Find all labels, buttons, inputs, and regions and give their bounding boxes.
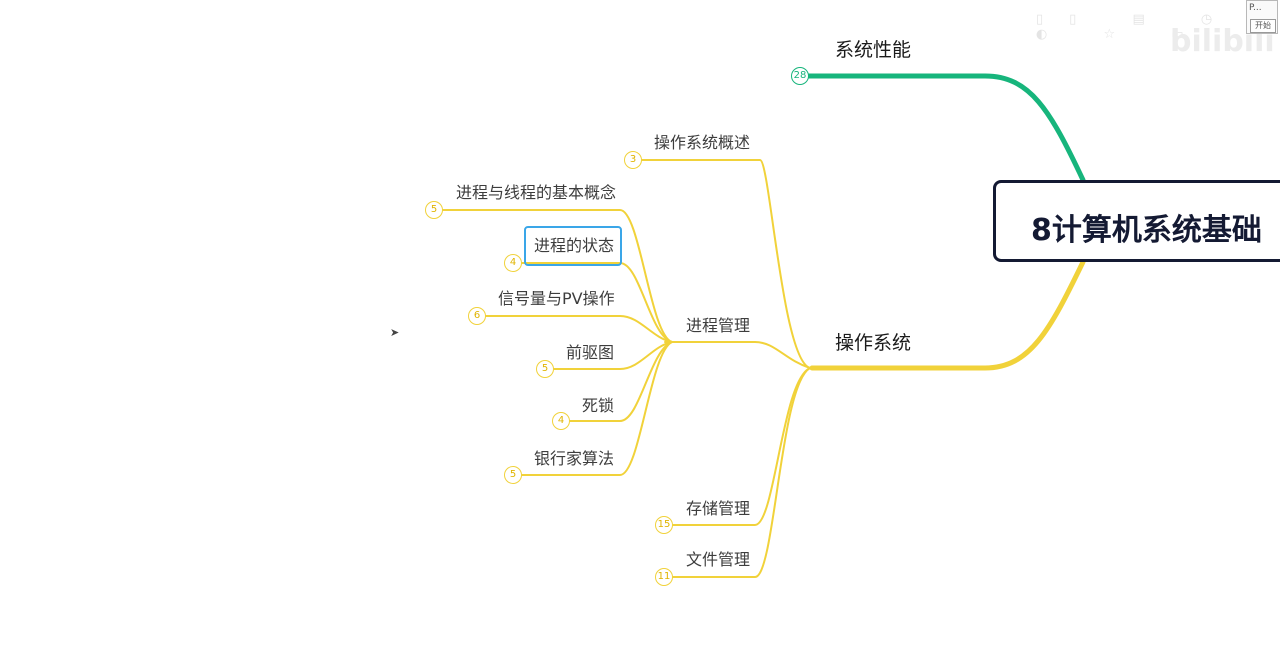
connector-root-os (809, 259, 1086, 371)
node-label-bank[interactable]: 银行家算法 (534, 449, 615, 468)
connector-os-proc (664, 341, 811, 369)
node-label-overview[interactable]: 操作系统概述 (654, 133, 751, 152)
node-label-file[interactable]: 文件管理 (686, 550, 751, 569)
branch-label-perf[interactable]: 系统性能 (835, 39, 912, 61)
root-node-label: 8计算机系统基础 (1031, 213, 1262, 248)
node-label-sem[interactable]: 信号量与PV操作 (498, 289, 615, 308)
connector-os-storage (663, 367, 811, 526)
start-button[interactable]: 开始 (1250, 19, 1276, 33)
connector-proc-sem (476, 315, 673, 343)
connector-proc-basic (433, 209, 673, 343)
connector-root-perf (805, 73, 1086, 183)
count-badge-basic[interactable]: 5 (425, 201, 443, 219)
count-badge-prec[interactable]: 5 (536, 360, 554, 378)
selected-node-outline[interactable] (524, 226, 622, 266)
node-label-prec[interactable]: 前驱图 (566, 343, 615, 362)
count-badge-storage[interactable]: 15 (655, 516, 673, 534)
count-badge-file[interactable]: 11 (655, 568, 673, 586)
count-badge-perf[interactable]: 28 (791, 67, 809, 85)
floating-mini-window[interactable]: P... 开始 (1246, 0, 1278, 34)
connector-os-overview (631, 159, 811, 369)
mouse-cursor-icon: ➤ (390, 326, 400, 339)
count-badge-overview[interactable]: 3 (624, 151, 642, 169)
node-label-dead[interactable]: 死锁 (582, 396, 615, 415)
mini-window-title: P... (1249, 3, 1262, 13)
branch-label-os[interactable]: 操作系统 (835, 332, 912, 354)
node-label-storage[interactable]: 存储管理 (686, 499, 751, 518)
node-label-state[interactable]: 进程的状态 (534, 236, 615, 255)
connector-proc-state (512, 262, 673, 343)
watermark-icons: ▯▯ ▤ ◷ ◐ ☆ ▭ (1036, 12, 1239, 42)
count-badge-dead[interactable]: 4 (552, 412, 570, 430)
connector-proc-dead (560, 341, 673, 422)
root-node[interactable]: 8计算机系统基础 (993, 180, 1280, 262)
node-label-proc[interactable]: 进程管理 (686, 316, 751, 335)
connector-proc-prec (544, 341, 673, 370)
node-label-basic[interactable]: 进程与线程的基本概念 (456, 183, 617, 202)
count-badge-state[interactable]: 4 (504, 254, 522, 272)
connector-proc-bank (512, 341, 673, 476)
count-badge-sem[interactable]: 6 (468, 307, 486, 325)
connector-os-file (663, 367, 811, 578)
count-badge-bank[interactable]: 5 (504, 466, 522, 484)
